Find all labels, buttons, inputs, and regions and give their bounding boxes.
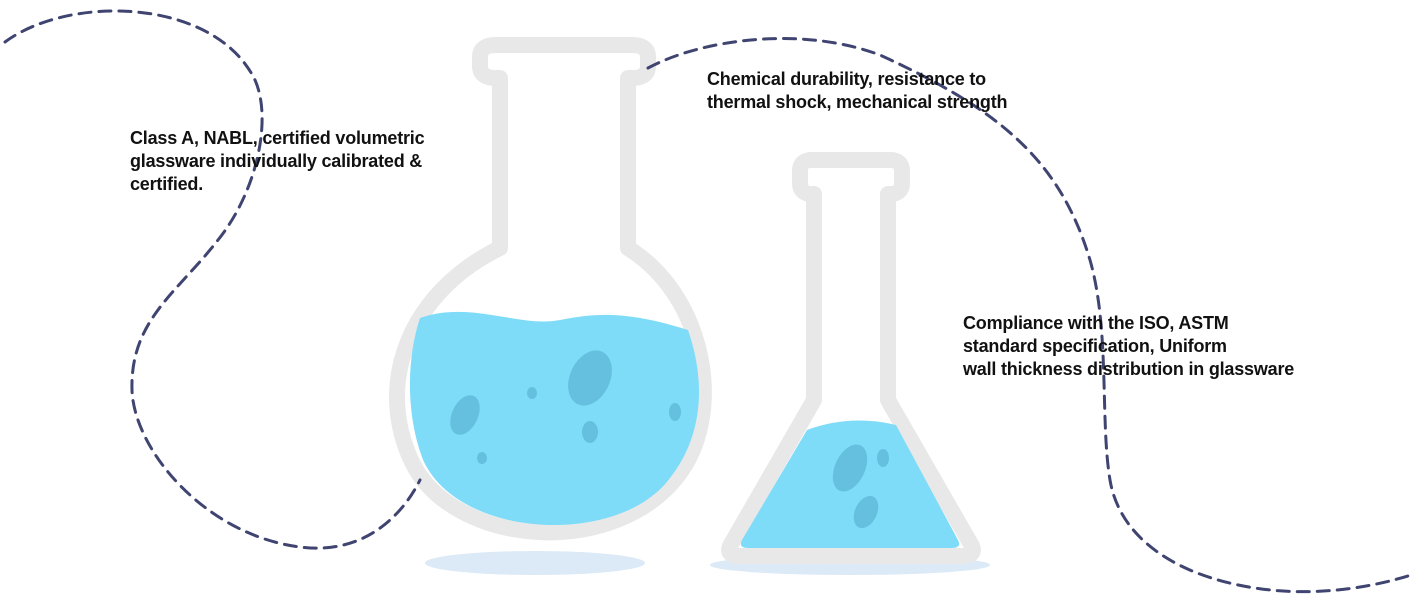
- feature-text-calibration: Class A, NABL, certified volumetric glas…: [130, 127, 425, 196]
- feature-line: standard specification, Uniform: [963, 336, 1227, 356]
- round-bottom-flask-icon: [389, 37, 712, 541]
- feature-line: thermal shock, mechanical strength: [707, 92, 1008, 112]
- feature-line: wall thickness distribution in glassware: [963, 359, 1295, 379]
- feature-text-durability: Chemical durability, resistance to therm…: [707, 68, 1008, 114]
- feature-line: glassware individually calibrated &: [130, 151, 423, 171]
- feature-line: Chemical durability, resistance to: [707, 69, 986, 89]
- feature-text-compliance: Compliance with the ISO, ASTM standard s…: [963, 312, 1294, 381]
- feature-line: Class A, NABL, certified volumetric: [130, 128, 425, 148]
- feature-line: Compliance with the ISO, ASTM: [963, 313, 1229, 333]
- dashed-path-decoration: [646, 37, 1411, 594]
- dashed-path-decoration: [3, 9, 422, 550]
- erlenmeyer-flask-icon: [721, 152, 981, 564]
- feature-line: certified.: [130, 174, 204, 194]
- flask-shadow-left: [425, 551, 645, 575]
